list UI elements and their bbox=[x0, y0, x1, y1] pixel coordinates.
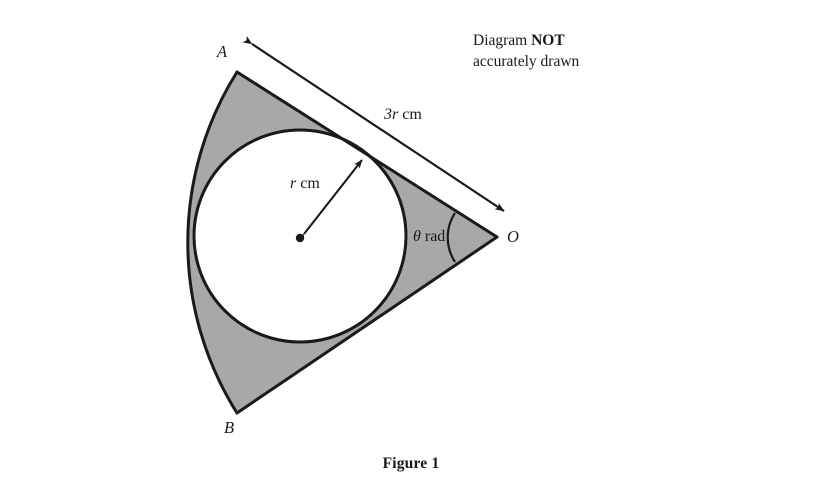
radius-dimension-unit: cm bbox=[296, 175, 320, 192]
chord-dimension-unit: cm bbox=[398, 106, 422, 123]
vertex-label-o: O bbox=[507, 227, 519, 246]
chord-dimension-arrow bbox=[242, 35, 505, 212]
note-line-1: Diagram NOT bbox=[473, 30, 579, 51]
sector-radius-ob bbox=[235, 235, 499, 415]
vertex-label-a: A bbox=[217, 42, 228, 61]
chord-dimension-label: 3r cm bbox=[384, 106, 422, 124]
angle-arc-marker bbox=[446, 212, 456, 263]
note-emphasis: NOT bbox=[531, 32, 565, 49]
note-line-2: accurately drawn bbox=[473, 53, 580, 71]
radius-dimension-value: r bbox=[290, 175, 297, 192]
sector-arc-ab bbox=[186, 70, 239, 415]
angle-unit: rad bbox=[420, 228, 446, 245]
radius-dimension-label: r cm bbox=[290, 175, 320, 193]
angle-label: θ rad bbox=[413, 228, 445, 246]
vertex-label-b: B bbox=[224, 418, 235, 437]
diagram-not-accurate-note: Diagram NOT accurately drawn bbox=[473, 30, 579, 73]
circle-centre-dot bbox=[295, 233, 305, 243]
angle-symbol: θ bbox=[413, 228, 421, 245]
figure-caption: Figure 1 bbox=[382, 455, 440, 472]
chord-dimension-value: 3r bbox=[384, 106, 399, 123]
note-prefix: Diagram bbox=[473, 32, 532, 49]
